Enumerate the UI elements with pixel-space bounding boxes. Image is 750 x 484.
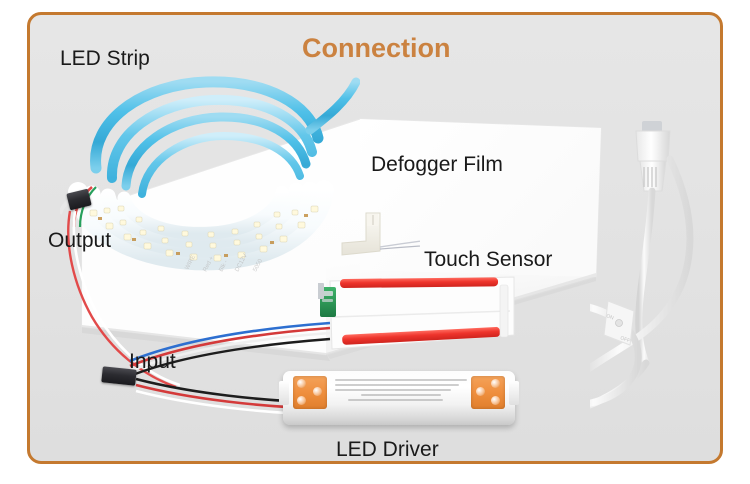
label-led-strip: LED Strip [60, 47, 150, 70]
label-defogger-film: Defogger Film [371, 153, 503, 176]
power-cable: ON OFF [590, 121, 694, 409]
label-touch-sensor: Touch Sensor [424, 248, 553, 271]
led-driver [279, 371, 519, 425]
ac-plug [635, 121, 671, 192]
inline-connector: ON OFF [603, 300, 635, 346]
diagram-panel: WIRE Red + Blk - DC12V 5050 [27, 12, 723, 464]
svg-text:5050: 5050 [252, 258, 264, 273]
svg-text:Blk -: Blk - [218, 260, 229, 273]
defogger-film-unit [318, 276, 515, 350]
label-input: Input [129, 350, 176, 373]
touch-sensor [341, 212, 420, 256]
driver-label-print [335, 379, 467, 409]
page-title: Connection [302, 33, 451, 63]
driver-input-terminal [293, 376, 327, 409]
svg-text:OFF: OFF [619, 335, 630, 344]
connection-wires [67, 186, 331, 417]
led-strip-coil: WIRE Red + Blk - DC12V 5050 [60, 76, 360, 273]
svg-text:ON: ON [605, 313, 614, 321]
driver-output-terminal [471, 376, 505, 409]
label-led-driver: LED Driver [336, 438, 439, 461]
label-output: Output [48, 229, 112, 252]
